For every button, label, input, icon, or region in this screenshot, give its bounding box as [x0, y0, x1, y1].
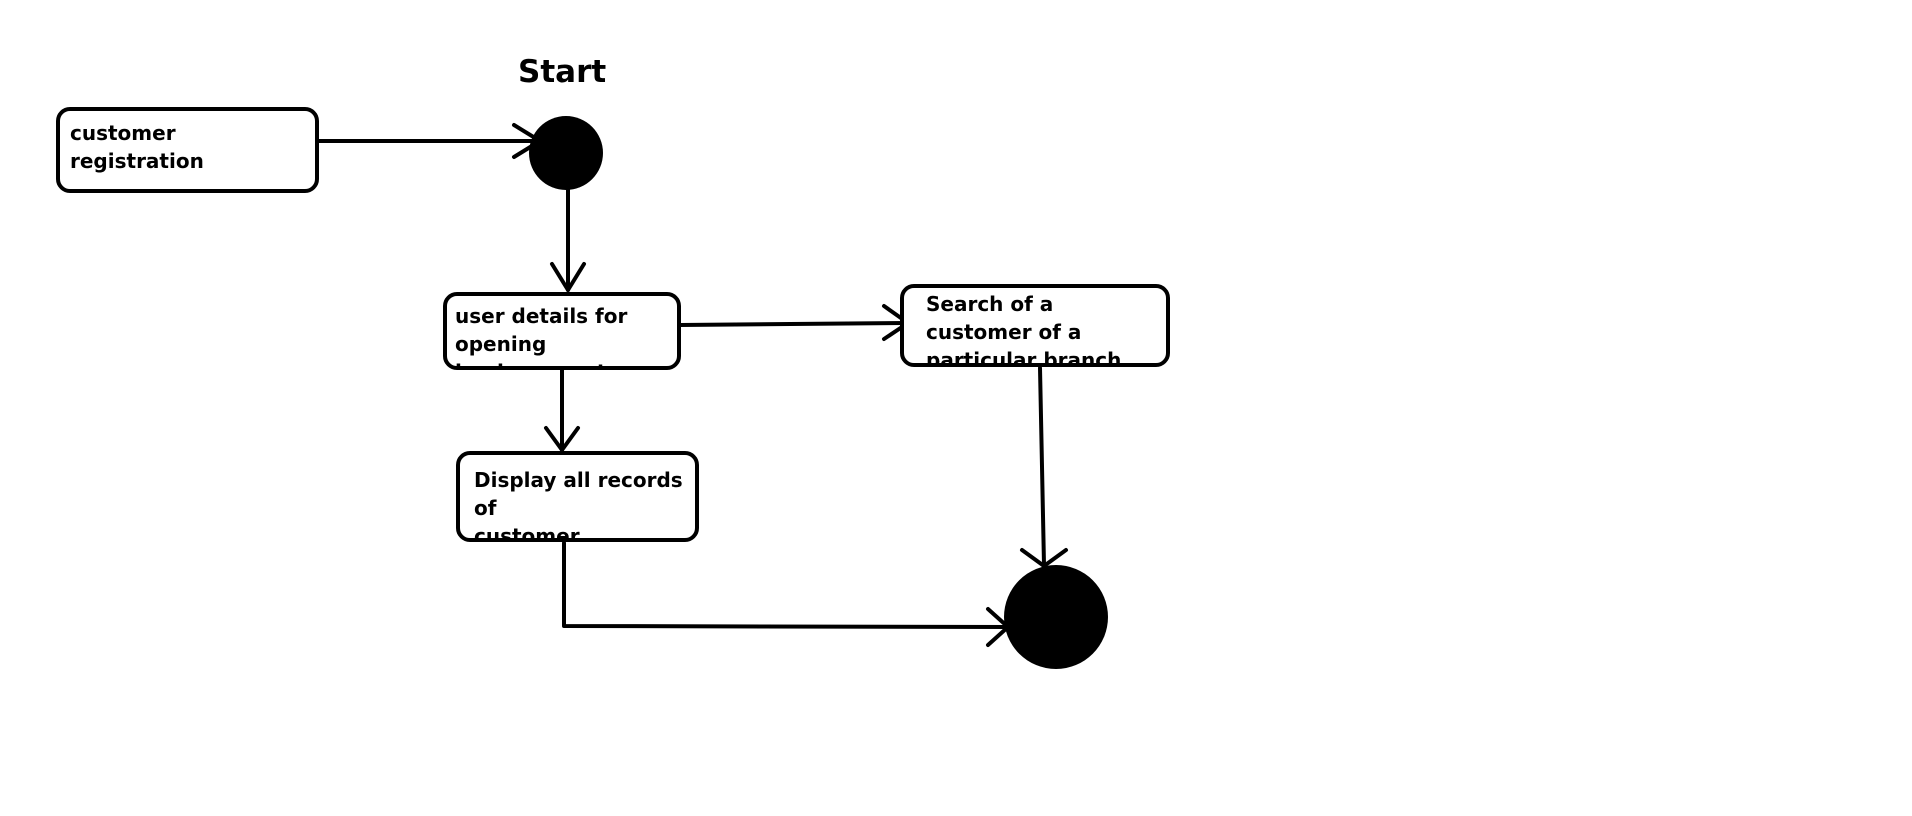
edge-user-details-to-search — [678, 304, 910, 341]
activity-user-details: user details for opening bank account — [443, 292, 681, 370]
start-node-icon — [529, 116, 603, 190]
end-node-icon — [1004, 565, 1108, 669]
activity-display-records: Display all records of customer — [456, 451, 699, 542]
edge-search-to-end — [1020, 366, 1068, 568]
edge-start-to-user-details — [550, 186, 586, 292]
activity-customer-registration: customer registration — [56, 107, 319, 193]
edge-registration-to-start — [316, 123, 542, 159]
diagram-title: Start — [518, 54, 607, 90]
activity-search-customer: Search of a customer of a particular bra… — [900, 284, 1170, 367]
edge-user-details-to-display — [544, 368, 580, 452]
edge-display-to-end — [562, 541, 1010, 647]
